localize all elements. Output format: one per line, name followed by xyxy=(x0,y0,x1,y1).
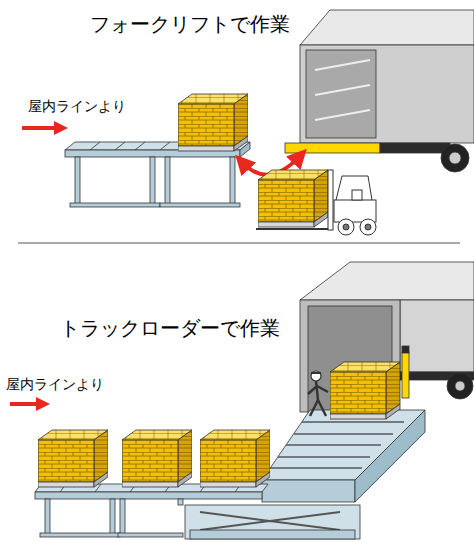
brick-pallet xyxy=(258,170,328,227)
scissor-lift xyxy=(185,505,360,539)
flow-label: 屋内ラインより xyxy=(6,376,104,393)
brick-pallet xyxy=(178,94,248,151)
section-heading: フォークリフトで作業 xyxy=(90,12,290,36)
forklift xyxy=(256,170,376,235)
input-arrow xyxy=(10,397,50,411)
brick-pallet xyxy=(38,430,108,487)
truck xyxy=(285,10,474,172)
divider xyxy=(18,243,460,244)
brick-pallet xyxy=(122,430,192,487)
flow-label: 屋内ラインより xyxy=(28,98,126,115)
roller-conveyor xyxy=(65,142,250,207)
truck-loader xyxy=(262,410,425,502)
input-arrow xyxy=(22,121,68,135)
brick-pallet xyxy=(200,430,270,487)
worker xyxy=(308,371,328,416)
roller-conveyor xyxy=(35,484,268,537)
section-heading: トラックローダーで作業 xyxy=(60,316,280,340)
brick-pallet xyxy=(330,362,400,419)
